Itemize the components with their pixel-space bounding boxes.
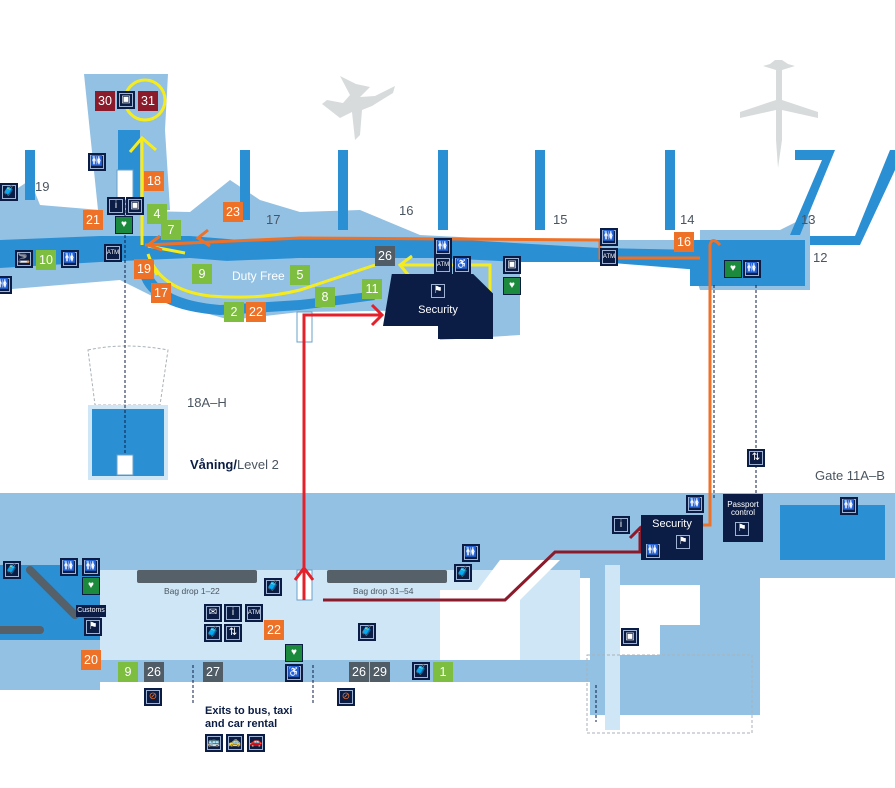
no-smoking-icon[interactable]: ⊘: [144, 688, 162, 706]
passport-check-icon: ⚑: [734, 521, 750, 537]
luggage-storage-icon[interactable]: 🧳: [454, 564, 472, 582]
marker-20[interactable]: 20: [81, 650, 101, 670]
smoking-icon[interactable]: 🚬: [15, 250, 33, 268]
customs-label: Customs: [76, 605, 106, 617]
atm-icon[interactable]: ATM: [434, 256, 452, 274]
marker-9[interactable]: 9: [192, 264, 212, 284]
marker-22[interactable]: 22: [264, 620, 284, 640]
marker-22[interactable]: 22: [246, 302, 266, 322]
atm-icon[interactable]: ATM: [600, 248, 618, 266]
info-icon[interactable]: i: [107, 197, 125, 215]
toilet-icon[interactable]: 🚻: [600, 228, 618, 246]
security-check-icon: ⚑: [674, 533, 692, 551]
marker-30[interactable]: 30: [95, 91, 115, 111]
level-label: Våning/Level 2: [190, 457, 279, 472]
marker-23[interactable]: 23: [223, 202, 243, 222]
toilet-icon[interactable]: 🚻: [60, 558, 78, 576]
bus-icon[interactable]: 🚌: [205, 734, 223, 752]
marker-5[interactable]: 5: [290, 265, 310, 285]
marker-2[interactable]: 2: [224, 302, 244, 322]
toilet-icon[interactable]: 🚻: [686, 495, 704, 513]
toilet-icon[interactable]: 🚻: [644, 542, 662, 560]
toilet-icon[interactable]: 🚻: [434, 238, 452, 256]
lost-found-icon[interactable]: 🧳: [358, 623, 376, 641]
atm-icon[interactable]: ATM: [104, 244, 122, 262]
gate-11-label: Gate 11A–B: [815, 468, 885, 483]
toilet-icon[interactable]: 🚻: [840, 497, 858, 515]
currency-exchange-icon[interactable]: ATM: [245, 604, 263, 622]
lounge-icon[interactable]: ▣: [117, 91, 135, 109]
gate-label-12: 12: [813, 250, 828, 265]
meeting-point-icon[interactable]: ⇅: [224, 624, 242, 642]
gate-label-13: 13: [801, 212, 816, 227]
gate-label-14: 14: [680, 212, 695, 227]
lost-found-icon[interactable]: 🧳: [204, 624, 222, 642]
passport-control: Passport control ⚑: [723, 494, 763, 542]
airplane-icon-right: [740, 60, 818, 168]
route-red: [293, 303, 385, 600]
marker-18[interactable]: 18: [144, 171, 164, 191]
elevator-icon[interactable]: ⇅: [747, 449, 765, 467]
defibrillator-icon[interactable]: ♥: [285, 644, 303, 662]
marker-7[interactable]: 7: [161, 220, 181, 240]
wheelchair-assistance-icon[interactable]: ♿: [453, 256, 471, 274]
marker-1[interactable]: 1: [433, 662, 453, 682]
baggage-wrap-icon[interactable]: 🧳: [412, 662, 430, 680]
toilet-icon[interactable]: 🚻: [88, 153, 106, 171]
marker-10[interactable]: 10: [36, 250, 56, 270]
mail-icon[interactable]: ✉: [204, 604, 222, 622]
marker-19[interactable]: 19: [134, 259, 154, 279]
toilet-icon[interactable]: 🚻: [743, 260, 761, 278]
exits-label: Exits to bus, taxi and car rental: [205, 705, 293, 730]
car-rental-icon[interactable]: 🚗: [247, 734, 265, 752]
airplane-icon-left: [322, 76, 395, 140]
defibrillator-icon[interactable]: ♥: [82, 577, 100, 595]
marker-26[interactable]: 26: [375, 246, 395, 266]
baggage-wrap-icon[interactable]: 🧳: [264, 578, 282, 596]
marker-26[interactable]: 26: [349, 662, 369, 682]
info-icon[interactable]: i: [224, 604, 242, 622]
security-check-icon: ⚑: [429, 282, 447, 300]
marker-11[interactable]: 11: [362, 279, 382, 299]
defibrillator-icon[interactable]: ♥: [724, 260, 742, 278]
gate-label-19: 19: [35, 179, 50, 194]
bag-drop-left-label: Bag drop 1–22: [164, 586, 220, 596]
bag-drop-right-label: Bag drop 31–54: [353, 586, 414, 596]
lounge-icon[interactable]: ▣: [621, 628, 639, 646]
marker-29[interactable]: 29: [370, 662, 390, 682]
gate-label-17: 17: [266, 212, 281, 227]
marker-31[interactable]: 31: [138, 91, 158, 111]
toilet-icon[interactable]: 🚻: [61, 250, 79, 268]
gate-area-18-label: 18A–H: [187, 395, 227, 410]
lounge-icon[interactable]: ▣: [126, 197, 144, 215]
marker-21[interactable]: 21: [83, 210, 103, 230]
duty-free-label: Duty Free: [232, 269, 285, 283]
toilet-icon[interactable]: 🚻: [0, 276, 12, 294]
marker-26[interactable]: 26: [144, 662, 164, 682]
baggage-service-icon[interactable]: 🧳: [3, 561, 21, 579]
marker-17[interactable]: 17: [151, 283, 171, 303]
wheelchair-icon[interactable]: ♿: [285, 664, 303, 682]
marker-9[interactable]: 9: [118, 662, 138, 682]
customs-check-icon[interactable]: ⚑: [84, 618, 102, 636]
baby-care-icon[interactable]: ▣: [503, 256, 521, 274]
marker-4[interactable]: 4: [147, 204, 167, 224]
defibrillator-icon[interactable]: ♥: [115, 216, 133, 234]
toilet-icon[interactable]: 🚻: [462, 544, 480, 562]
toilet-icon[interactable]: 🚻: [82, 558, 100, 576]
defibrillator-icon[interactable]: ♥: [503, 277, 521, 295]
no-smoking-icon[interactable]: ⊘: [337, 688, 355, 706]
gate-label-15: 15: [553, 212, 568, 227]
taxi-icon[interactable]: 🚕: [226, 734, 244, 752]
marker-8[interactable]: 8: [315, 287, 335, 307]
prayer-room-icon[interactable]: i: [612, 516, 630, 534]
marker-16[interactable]: 16: [674, 232, 694, 252]
gate-label-16: 16: [399, 203, 414, 218]
marker-27[interactable]: 27: [203, 662, 223, 682]
baggage-service-icon[interactable]: 🧳: [0, 183, 18, 201]
